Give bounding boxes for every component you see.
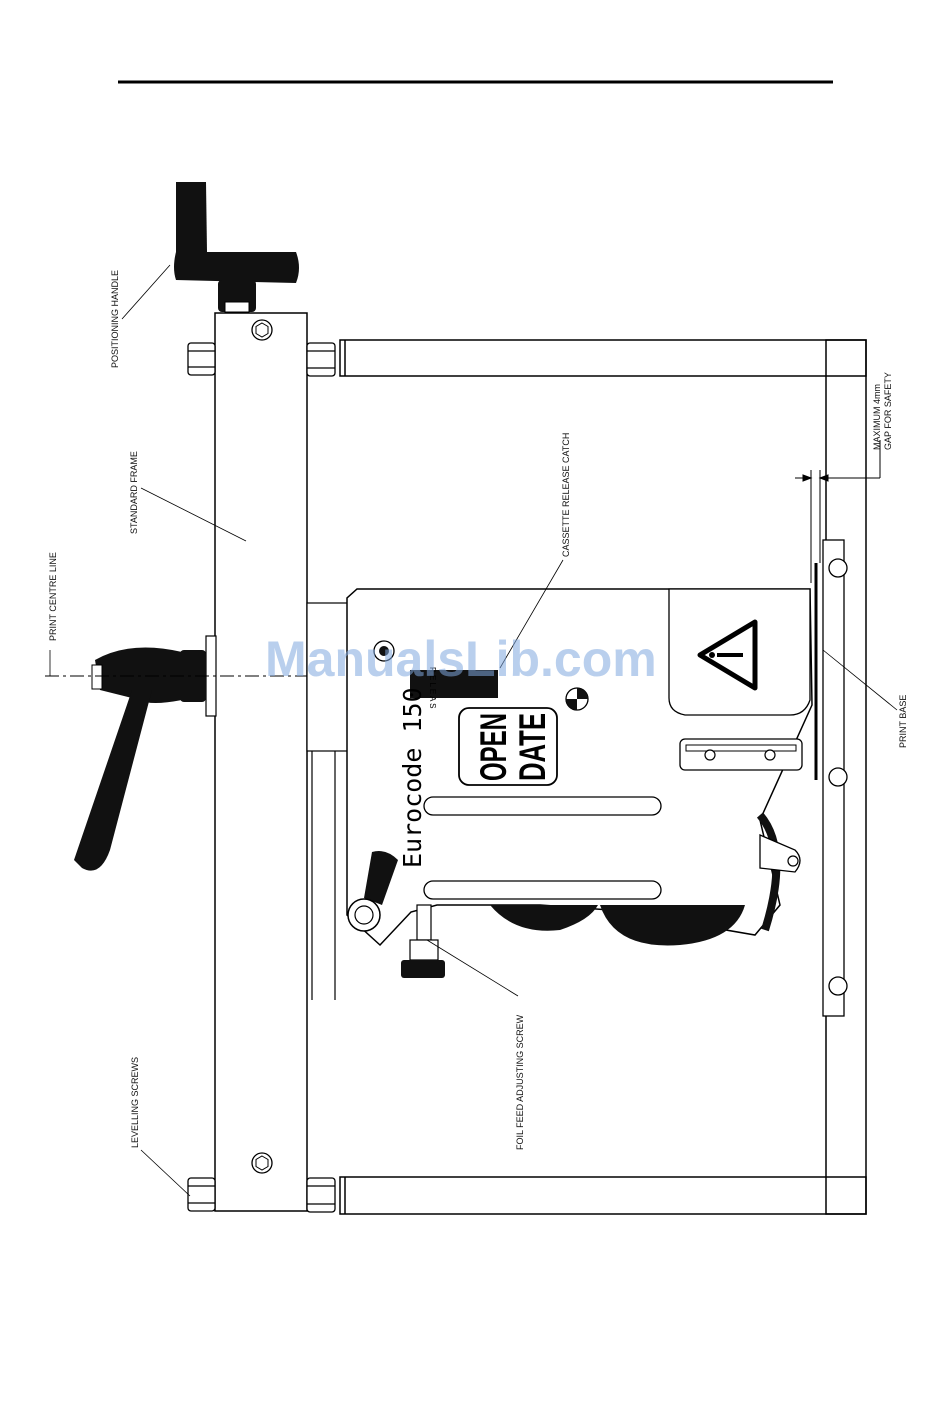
max-gap-label-2: GAP FOR SAFETY bbox=[883, 372, 893, 450]
standard-frame-bar bbox=[215, 313, 307, 1211]
max-gap-label-1: MAXIMUM 4mm bbox=[872, 384, 882, 450]
print-base-label: PRINT BASE bbox=[898, 695, 908, 748]
levelling-screws-label: LEVELLING SCREWS bbox=[130, 1057, 140, 1148]
foil-feed-adjusting-screw-label: FOIL FEED ADJUSTING SCREW bbox=[515, 1014, 525, 1150]
cassette-release-catch-label: CASSETTE RELEASE CATCH bbox=[561, 433, 571, 557]
open-date-badge-line1: OPEN bbox=[473, 713, 514, 781]
positioning-handle-label: POSITIONING HANDLE bbox=[110, 270, 120, 368]
watermark: ManualsLib.com bbox=[265, 631, 657, 687]
print-base bbox=[816, 540, 847, 1016]
print-centre-lever bbox=[74, 636, 216, 871]
positioning-handle bbox=[174, 182, 299, 312]
standard-frame-label: STANDARD FRAME bbox=[129, 451, 139, 534]
open-date-badge-line2: DATE bbox=[512, 713, 553, 781]
model-name: Eurocode 150 bbox=[398, 687, 427, 868]
print-centre-line-label: PRINT CENTRE LINE bbox=[48, 552, 58, 641]
